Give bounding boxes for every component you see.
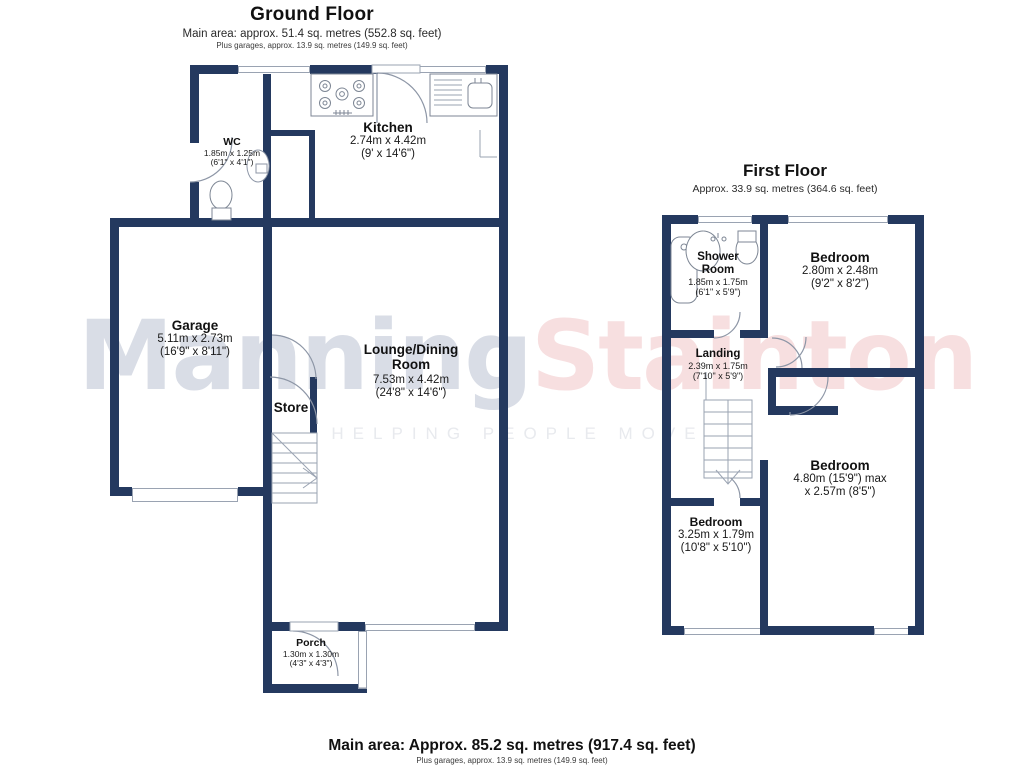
wall-gf-kitchen-divider [271, 130, 315, 136]
first-floor-subtitle: Approx. 33.9 sq. metres (364.6 sq. feet) [692, 183, 878, 195]
first-floor-title: First Floor [742, 161, 828, 180]
wall-gf-right-step [462, 218, 508, 227]
wall-gf-porch-left [263, 631, 272, 693]
window-gf-lounge-bottom [365, 624, 475, 631]
ground-floor-subtitle: Main area: approx. 51.4 sq. metres (552.… [182, 28, 442, 40]
wall-ff-shower-right [760, 224, 768, 336]
wall-gf-garage-bottom-left [110, 487, 132, 496]
ground-floor-title: Ground Floor [250, 4, 374, 25]
wall-gf-right-upper [499, 65, 508, 225]
room-label-wc: WC 1.85m x 1.25m (6'1" x 4'1") [203, 136, 261, 168]
wall-gf-kitchen-bottom-2 [315, 218, 465, 227]
wall-gf-top-right [486, 65, 508, 74]
room-label-bedroom-2: Bedroom 4.80m (15'9") max x 2.57m (8'5") [793, 458, 887, 498]
wall-gf-right-lower [499, 218, 508, 630]
wall-gf-bottom-right [475, 622, 508, 631]
wall-ff-bed3-top [662, 498, 714, 506]
wall-gf-top-mid [310, 65, 372, 74]
wall-gf-porch-bottom [263, 684, 367, 693]
wall-gf-garage-top [110, 218, 198, 227]
room-label-lounge-dining: Lounge/Dining Room 7.53m x 4.42m (24'8" … [363, 342, 459, 400]
wall-ff-shower-bottom [662, 330, 714, 338]
wall-gf-wc-left-lower [190, 182, 199, 225]
window-gf-kitchen-top-1 [238, 66, 310, 73]
window-ff-bedroom1-top [788, 216, 888, 223]
room-label-landing: Landing 2.39m x 1.75m (7'10" x 5'9") [688, 348, 748, 381]
wall-gf-garage-bottom-right [238, 487, 270, 496]
wall-ff-top-mid [752, 215, 788, 224]
wall-ff-bed3-right [760, 460, 768, 635]
wall-gf-wc-right [263, 74, 271, 225]
wall-ff-landing-right [768, 368, 776, 406]
wall-ff-bed3-top-2 [740, 498, 768, 506]
wall-ff-left [662, 215, 671, 635]
wall-ff-shower-bottom-2 [740, 330, 768, 338]
footer-main-area: Main area: Approx. 85.2 sq. metres (917.… [328, 737, 696, 754]
wall-gf-lounge-left [263, 503, 272, 631]
garage-door [132, 488, 238, 502]
room-label-garage: Garage 5.11m x 2.73m (16'9" x 8'11") [157, 318, 233, 358]
wall-gf-bottom-left [263, 622, 293, 631]
wall-ff-bottom-mid [762, 626, 874, 635]
wall-ff-landing-right-2 [768, 406, 838, 415]
wall-gf-garage-left [110, 218, 119, 496]
room-label-bedroom-1: Bedroom 2.80m x 2.48m (9'2" x 8'2") [801, 250, 879, 290]
wall-ff-landing-right-3 [830, 406, 838, 414]
wall-gf-kitchen-divider-v [309, 130, 315, 225]
room-label-shower-room: Shower Room 1.85m x 1.75m (6'1" x 5'9") [688, 251, 748, 297]
wall-ff-bottom-left [662, 626, 684, 635]
ground-floor-subtitle-2: Plus garages, approx. 13.9 sq. metres (1… [216, 41, 408, 50]
wall-gf-garage-right [263, 225, 272, 503]
room-label-kitchen: Kitchen 2.74m x 4.42m (9' x 14'6") [349, 120, 427, 160]
room-label-porch: Porch 1.30m x 1.30m (4'3" x 4'3") [282, 637, 340, 669]
wall-gf-wc-left [190, 65, 199, 143]
window-ff-shower-top [698, 216, 752, 223]
wall-ff-top-left [662, 215, 698, 224]
wall-ff-bed1-bed2-divider [768, 368, 924, 377]
room-label-bedroom-3: Bedroom 3.25m x 1.79m (10'8" x 5'10") [677, 515, 755, 555]
footer-garages: Plus garages, approx. 13.9 sq. metres (1… [416, 756, 608, 765]
room-label-store: Store [273, 400, 309, 415]
wall-gf-bottom-mid [337, 622, 365, 631]
wall-ff-bottom-right [908, 626, 924, 635]
wall-ff-right [915, 215, 924, 635]
wall-gf-top-left [190, 65, 238, 74]
wall-ff-top-right [888, 215, 924, 224]
wall-gf-kitchen-bottom [190, 218, 315, 227]
